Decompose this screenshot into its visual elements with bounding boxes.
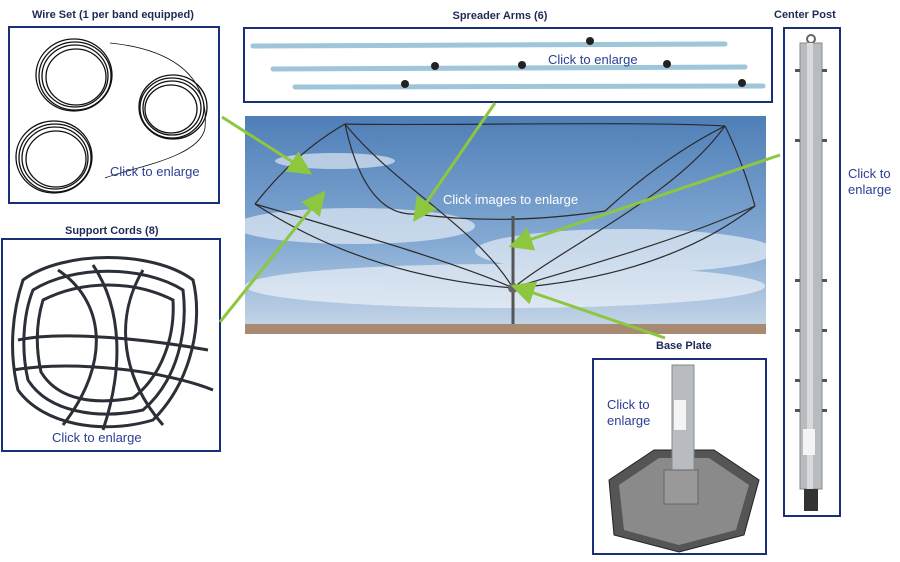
wire-coils-graphic xyxy=(15,38,208,194)
wire-set-title: Wire Set (1 per band equipped) xyxy=(32,9,194,21)
base-plate-title: Base Plate xyxy=(656,340,712,352)
spreader-arms-title: Spreader Arms (6) xyxy=(452,10,548,22)
support-cords-title: Support Cords (8) xyxy=(65,225,159,237)
wire-set-hint: Click to enlarge xyxy=(110,164,200,179)
main-photo-hint: Click images to enlarge xyxy=(443,192,579,207)
main-antenna-photo[interactable]: Click images to enlarge xyxy=(245,116,766,334)
wire-set-image[interactable]: Click to enlarge xyxy=(8,26,220,204)
support-cords-graphic xyxy=(11,256,214,431)
spreader-arms-hint: Click to enlarge xyxy=(548,52,638,67)
center-post-hint: Click to enlarge xyxy=(848,166,892,197)
spreader-arms-image[interactable]: Click to enlarge xyxy=(243,27,773,103)
support-cords-hint: Click to enlarge xyxy=(52,430,142,445)
base-plate-hint: Click to enlarge xyxy=(607,397,651,428)
base-plate-image[interactable] xyxy=(592,358,767,555)
spreader-arms-graphic xyxy=(250,37,766,90)
base-plate-graphic xyxy=(608,364,760,553)
center-post-graphic xyxy=(795,34,827,511)
antenna-photo-graphic xyxy=(245,116,766,334)
center-post-title: Center Post xyxy=(774,9,836,21)
support-cords-image[interactable]: Click to enlarge xyxy=(1,238,221,452)
center-post-image[interactable] xyxy=(783,27,841,517)
